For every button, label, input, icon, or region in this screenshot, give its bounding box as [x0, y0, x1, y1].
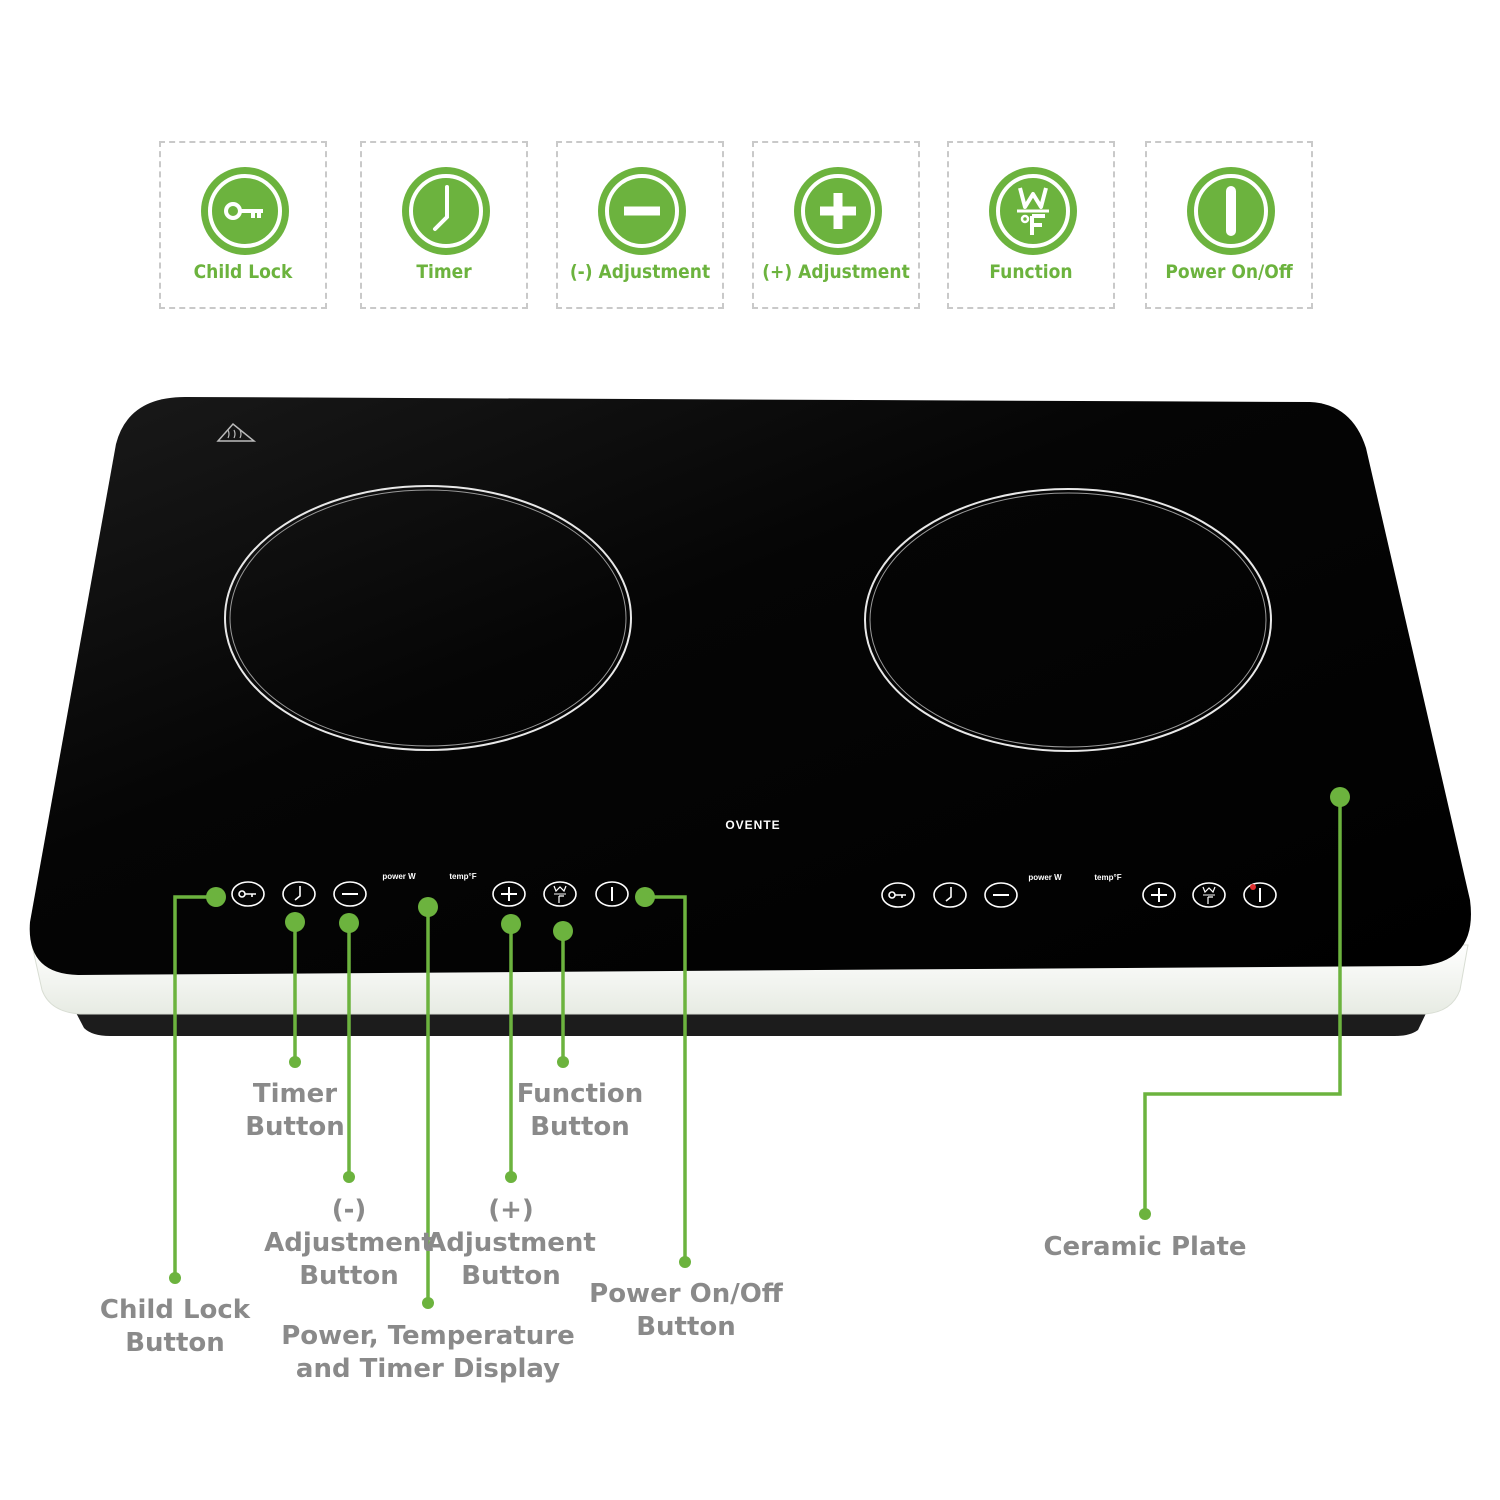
- anchor-dot: [553, 921, 573, 941]
- leader-line-ceramic: [1143, 797, 1342, 1214]
- power-icon[interactable]: [595, 881, 629, 907]
- minus-icon[interactable]: [984, 882, 1018, 908]
- temperature-label: temp°F: [449, 872, 476, 881]
- end-dot: [422, 1297, 434, 1309]
- end-dot: [1139, 1208, 1151, 1220]
- minus-icon: [598, 167, 686, 255]
- leader-line-child-lock: [173, 895, 216, 1278]
- cooking-zone-left: [224, 485, 632, 751]
- power-watt-label: power W: [382, 872, 416, 881]
- leader-dots: [169, 787, 1350, 1309]
- key-icon[interactable]: [231, 881, 265, 907]
- legend-label: Power On/Off: [1165, 261, 1293, 283]
- anchor-dot: [1330, 787, 1350, 807]
- anchor-dot: [285, 912, 305, 932]
- callout-plus-adjustment-button: (+) Adjustment Button: [426, 1195, 596, 1291]
- legend-label: (-) Adjustment: [569, 261, 711, 283]
- clock-icon: [402, 167, 490, 255]
- leader-line-power: [645, 895, 687, 1262]
- end-dot: [679, 1256, 691, 1268]
- key-icon: [201, 167, 289, 255]
- plus-icon[interactable]: [492, 881, 526, 907]
- end-dot: [505, 1171, 517, 1183]
- watt-fahrenheit-icon: [989, 167, 1077, 255]
- plus-icon: [794, 167, 882, 255]
- end-dot: [169, 1272, 181, 1284]
- anchor-dot: [635, 887, 655, 907]
- callout-child-lock-button: Child Lock Button: [99, 1295, 251, 1358]
- legend-label: Function: [989, 261, 1073, 283]
- legend-card-power: Power On/Off: [1145, 141, 1313, 309]
- key-icon[interactable]: [881, 882, 915, 908]
- hot-surface-warning-icon: [216, 422, 257, 442]
- end-dot: [289, 1056, 301, 1068]
- cooking-zone-right: [864, 488, 1272, 752]
- legend-label: Timer: [416, 261, 472, 283]
- legend-label: Child Lock: [193, 261, 293, 283]
- callout-timer-button: Timer Button: [245, 1079, 345, 1142]
- watt-fahrenheit-icon[interactable]: [1192, 882, 1226, 908]
- end-dot: [557, 1056, 569, 1068]
- anchor-dot: [339, 913, 359, 933]
- legend-card-child-lock: Child Lock: [159, 141, 327, 309]
- anchor-dot: [501, 914, 521, 934]
- anchor-dot: [206, 887, 226, 907]
- callout-display: Power, Temperature and Timer Display: [281, 1321, 575, 1384]
- control-panel-left: [231, 881, 629, 907]
- callout-ceramic-plate: Ceramic Plate: [1043, 1232, 1247, 1262]
- callout-power-button: Power On/Off Button: [589, 1279, 783, 1342]
- brand-logo: OVENTE: [725, 818, 780, 832]
- clock-icon[interactable]: [282, 881, 316, 907]
- anchor-dot: [418, 897, 438, 917]
- power-indicator-light: [1250, 884, 1256, 890]
- callout-function-button: Function Button: [516, 1079, 644, 1142]
- control-panel-right: [881, 882, 1277, 908]
- plus-icon[interactable]: [1142, 882, 1176, 908]
- callout-minus-adjustment-button: (-) Adjustment Button: [264, 1195, 434, 1291]
- temperature-label: temp°F: [1094, 873, 1121, 882]
- clock-icon[interactable]: [933, 882, 967, 908]
- power-icon[interactable]: [1243, 882, 1277, 908]
- power-icon: [1187, 167, 1275, 255]
- end-dot: [343, 1171, 355, 1183]
- power-watt-label: power W: [1028, 873, 1062, 882]
- legend-card-minus: (-) Adjustment: [556, 141, 724, 309]
- legend-label: (+) Adjustment: [762, 261, 910, 283]
- ceramic-glass-top: [29, 397, 1471, 975]
- watt-fahrenheit-icon[interactable]: [543, 881, 577, 907]
- minus-icon[interactable]: [333, 881, 367, 907]
- legend-card-function: Function: [947, 141, 1115, 309]
- leader-lines: [173, 797, 1342, 1303]
- legend-card-plus: (+) Adjustment: [752, 141, 920, 309]
- legend-card-timer: Timer: [360, 141, 528, 309]
